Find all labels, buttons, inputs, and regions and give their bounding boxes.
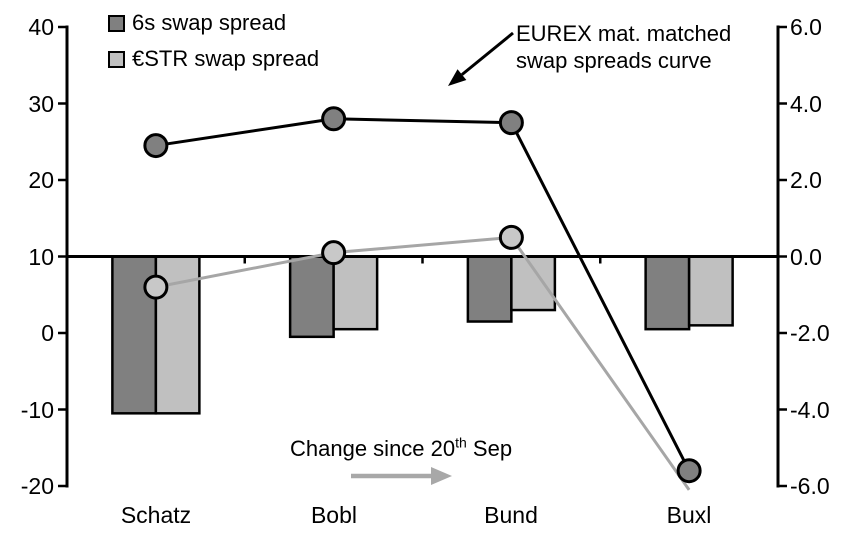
marker-6s-swap-spread-bobl — [321, 106, 347, 132]
marker-6s-swap-spread-schatz — [143, 133, 169, 159]
right-axis-tick-label: 0.0 — [790, 244, 822, 270]
left-axis-tick-label: 40 — [28, 14, 54, 40]
bar-str-swap-spread-bund — [510, 255, 557, 312]
left-axis-tick-label: 10 — [28, 244, 54, 270]
category-label-buxl: Buxl — [666, 502, 712, 528]
legend-item-estr-swap-spread: €STR swap spread — [108, 46, 320, 71]
marker-6s-swap-spread-bund — [498, 110, 524, 136]
category-label-schatz: Schatz — [120, 502, 192, 528]
right-axis-tick-label: -6.0 — [790, 473, 830, 499]
left-axis-tick-label: -20 — [20, 473, 54, 499]
legend-swatch-icon — [108, 50, 125, 68]
line-6s-swap-spread — [155, 117, 691, 472]
bar-6s-swap-spread-bund — [466, 255, 513, 323]
right-axis-tick-label: -4.0 — [790, 397, 830, 423]
left-axis-tick-label: -10 — [20, 397, 54, 423]
marker-str-swap-spread-bund — [498, 224, 524, 250]
line-str-swap-spread — [155, 235, 691, 491]
bar-6s-swap-spread-buxl — [644, 255, 691, 331]
legend-swatch-icon — [108, 14, 125, 32]
right-axis-tick-label: -2.0 — [790, 320, 830, 346]
marker-str-swap-spread-bobl — [321, 240, 347, 266]
change-annotation: Change since 20th Sep — [290, 436, 512, 462]
bar-6s-swap-spread-bobl — [288, 255, 335, 339]
right-axis-labels: 6.0 4.0 2.0 0.0 -2.0 -4.0 -6.0 — [790, 0, 852, 539]
change-annotation-prefix: Change since 20 — [290, 436, 456, 461]
left-axis-tick-label: 30 — [28, 91, 54, 117]
curve-annotation: EUREX mat. matched swap spreads curve — [516, 20, 731, 74]
category-label-bund: Bund — [484, 502, 538, 528]
left-axis-tick-label: 20 — [28, 167, 54, 193]
change-annotation-arrow-head — [431, 467, 452, 485]
right-axis-tick-label: 2.0 — [790, 167, 822, 193]
curve-annotation-arrow-head — [448, 69, 467, 86]
legend-label: €STR swap spread — [132, 46, 320, 71]
curve-annotation-line1: EUREX mat. matched — [516, 21, 732, 46]
change-annotation-suffix: Sep — [466, 436, 513, 461]
marker-6s-swap-spread-buxl — [676, 458, 702, 484]
left-axis-tick-label: 0 — [41, 320, 54, 346]
legend: 6s swap spread €STR swap spread — [108, 10, 320, 84]
bar-str-swap-spread-bobl — [332, 255, 379, 331]
bar-str-swap-spread-buxl — [687, 255, 734, 327]
legend-item-6s-swap-spread: 6s swap spread — [108, 10, 319, 35]
category-label-bobl: Bobl — [310, 502, 358, 528]
curve-annotation-arrow-shaft — [461, 31, 514, 76]
curve-annotation-line2: swap spreads curve — [516, 48, 712, 73]
change-annotation-superscript: th — [455, 434, 467, 451]
legend-label: 6s swap spread — [132, 10, 287, 35]
right-axis-tick-label: 6.0 — [790, 14, 822, 40]
left-axis-labels: 40 30 20 10 0 -10 -20 — [0, 0, 54, 539]
right-axis-tick-label: 4.0 — [790, 91, 822, 117]
marker-str-swap-spread-schatz — [143, 274, 169, 300]
